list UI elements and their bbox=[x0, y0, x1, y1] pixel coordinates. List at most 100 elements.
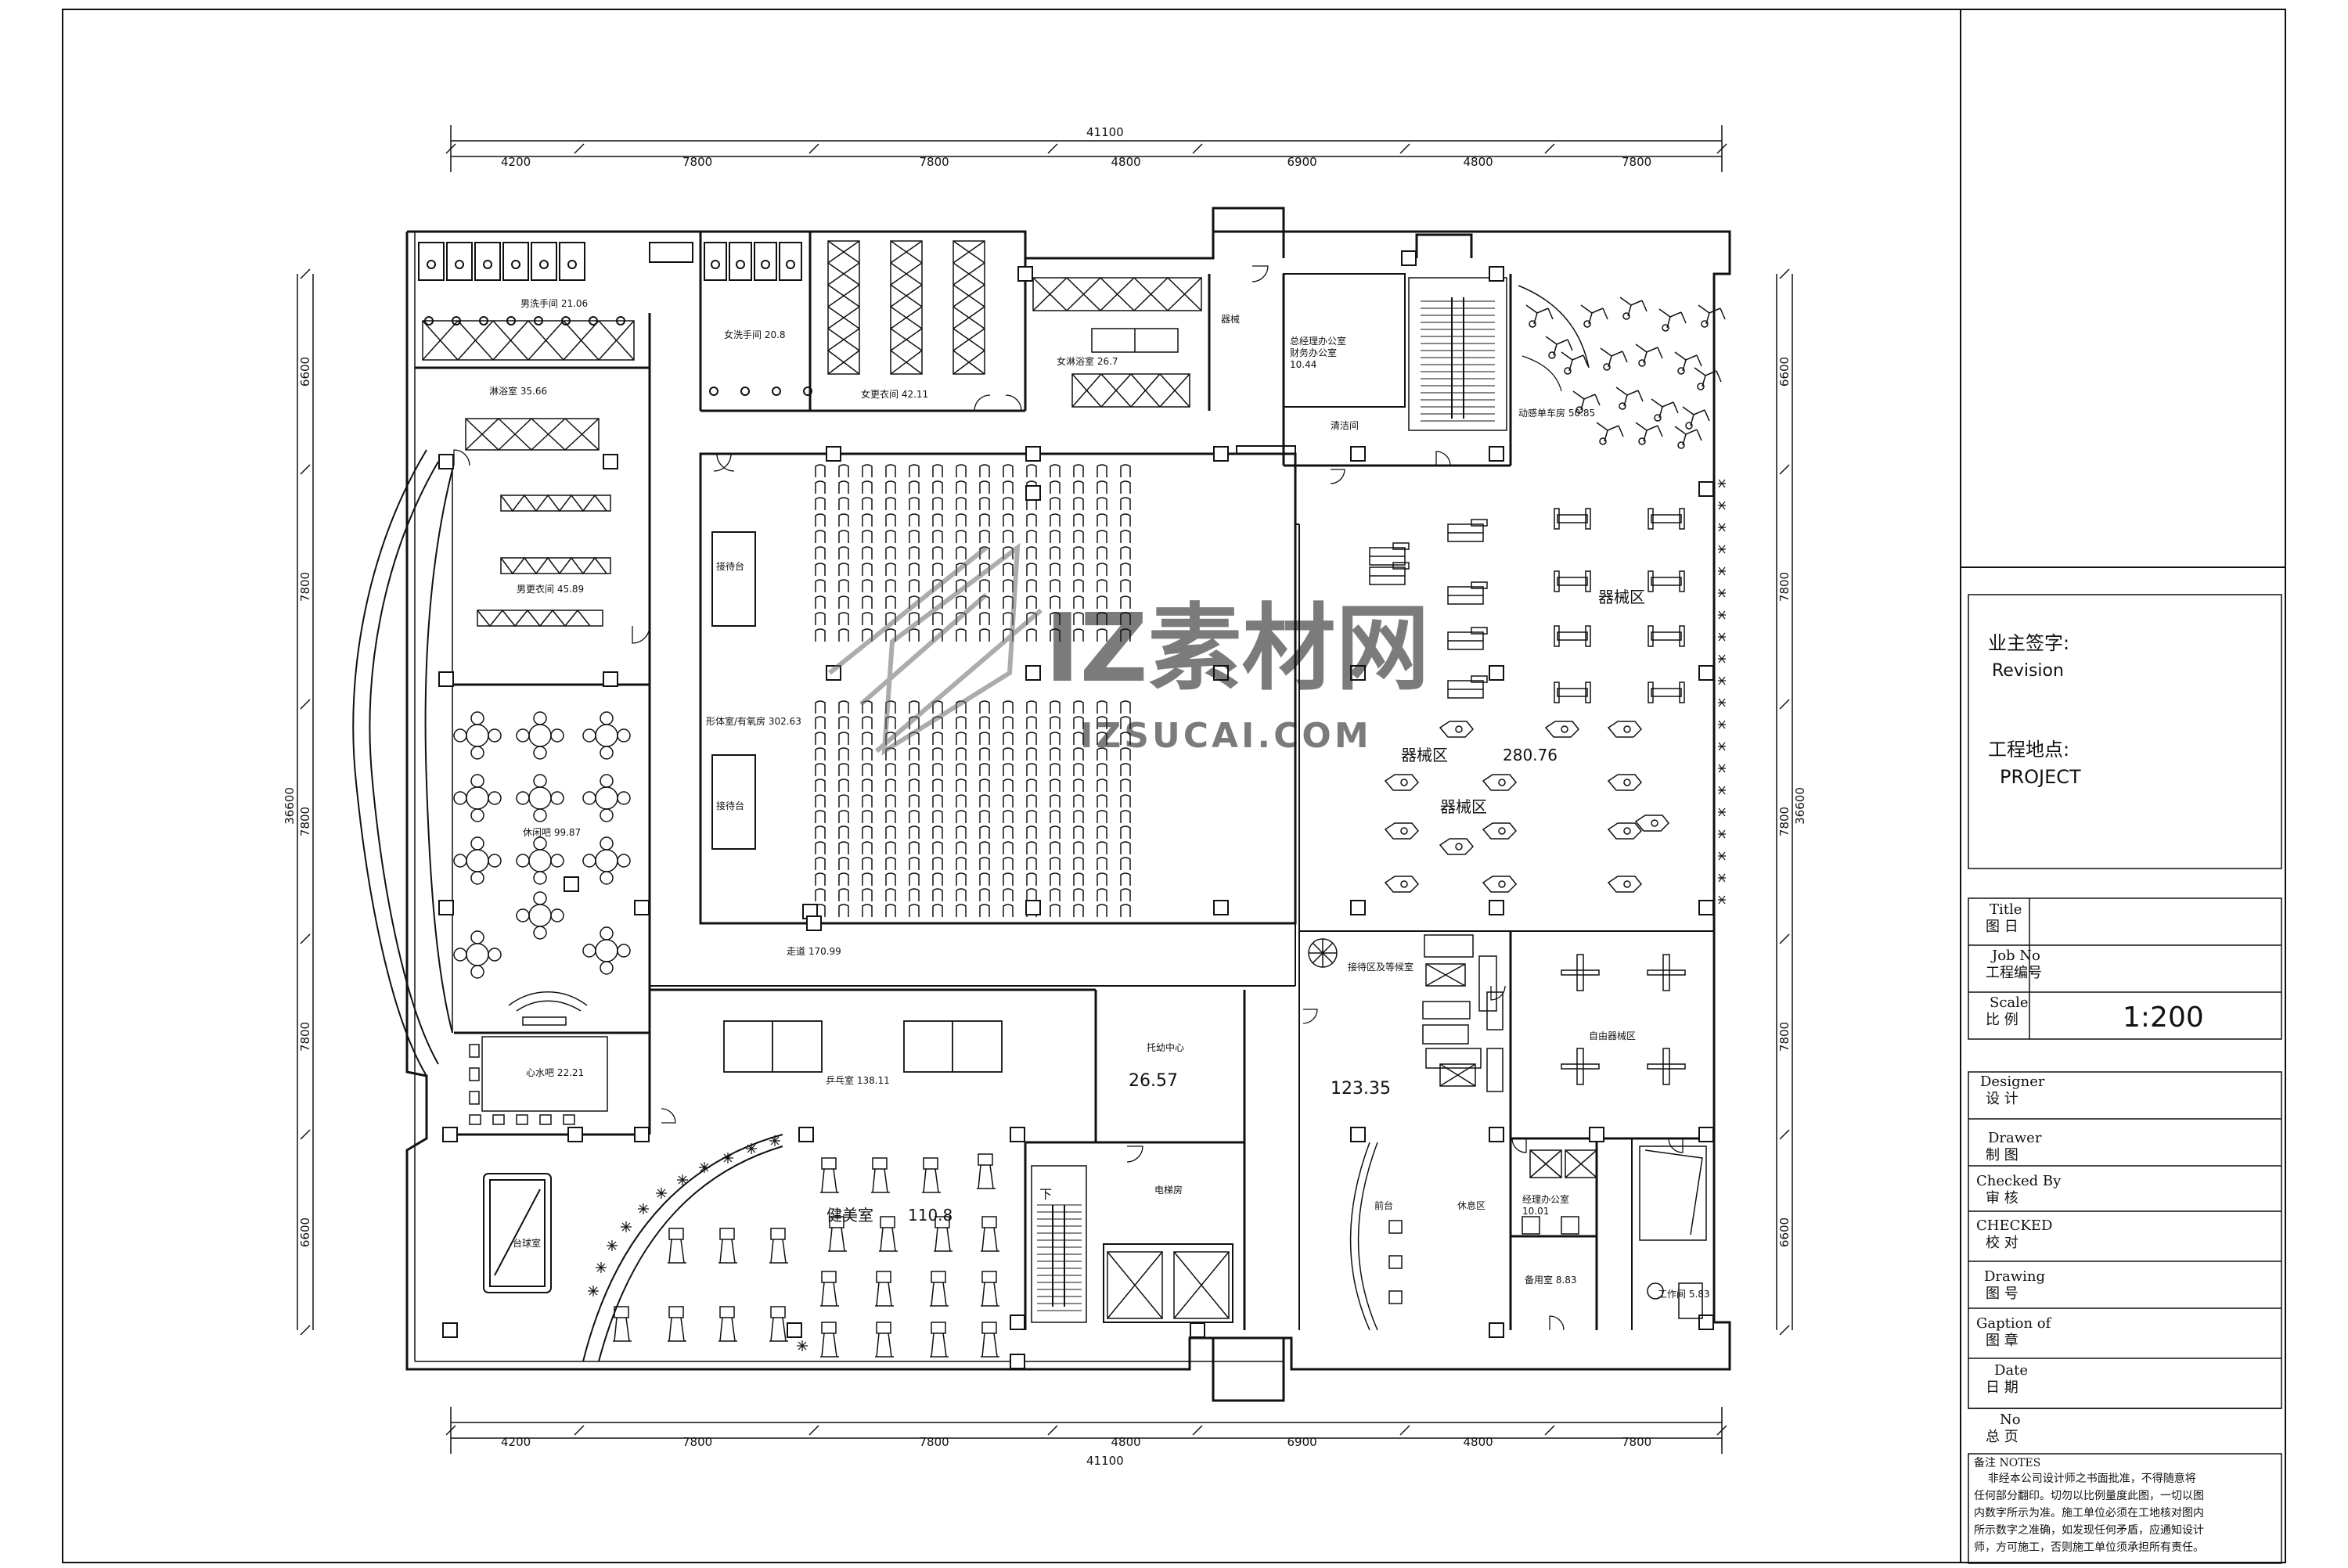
wheel bbox=[1603, 363, 1611, 371]
weight-machine bbox=[1607, 876, 1643, 893]
exercise-machine bbox=[821, 1157, 837, 1170]
studio-seat bbox=[1073, 825, 1084, 839]
studio-seat bbox=[932, 872, 943, 886]
label-reception-desk-2: 接待台 bbox=[716, 800, 744, 811]
studio-seat bbox=[1003, 888, 1014, 901]
studio-seat bbox=[956, 794, 967, 807]
column bbox=[1025, 446, 1041, 462]
console bbox=[1471, 519, 1488, 527]
label-lounge-area: 123.35 bbox=[1331, 1079, 1391, 1099]
studio-seat bbox=[1050, 612, 1061, 625]
studio-seat bbox=[815, 857, 826, 870]
studio-seat bbox=[1073, 464, 1084, 477]
scale-en: Scale bbox=[1990, 994, 2029, 1011]
machine-frame bbox=[930, 1332, 949, 1358]
chair bbox=[582, 944, 596, 958]
label-studio: 形体室/有氧房 302.63 bbox=[706, 715, 801, 727]
studio-seat bbox=[1073, 546, 1084, 559]
column bbox=[1698, 1314, 1714, 1330]
studio-seat bbox=[1050, 857, 1061, 870]
checked-cn: 审 核 bbox=[1986, 1190, 2018, 1207]
dim-tick bbox=[808, 143, 819, 154]
studio-seat bbox=[1050, 763, 1061, 776]
label-cleaning: 清洁间 bbox=[1331, 420, 1359, 431]
studio-seat bbox=[885, 497, 896, 510]
studio-seat bbox=[1026, 579, 1037, 592]
studio-seat bbox=[1097, 747, 1107, 761]
studio-seat bbox=[909, 464, 920, 477]
studio-seat bbox=[815, 825, 826, 839]
label-stairs-down: 下 bbox=[1039, 1187, 1052, 1202]
machine-frame bbox=[613, 1317, 632, 1342]
studio-seat bbox=[909, 612, 920, 625]
no-en: No bbox=[2000, 1412, 2021, 1428]
studio-seat bbox=[1026, 794, 1037, 807]
stool bbox=[469, 1091, 480, 1105]
title-cn: 图 日 bbox=[1986, 919, 2018, 935]
dim-segment-label: 4800 bbox=[1111, 155, 1141, 169]
studio-seat bbox=[979, 904, 990, 917]
dim-side-label: 6600 bbox=[298, 357, 312, 387]
column bbox=[1350, 665, 1366, 681]
studio-seat bbox=[1026, 464, 1037, 477]
studio-seat bbox=[1120, 888, 1131, 901]
studio-seat bbox=[932, 464, 943, 477]
label-billiards: 台球室 bbox=[513, 1237, 541, 1249]
machine-frame bbox=[875, 1332, 894, 1358]
seat bbox=[1455, 843, 1463, 851]
studio-seat bbox=[1003, 841, 1014, 854]
weight-machine bbox=[1482, 774, 1518, 791]
dim-tick bbox=[1544, 143, 1555, 154]
studio-seat bbox=[909, 763, 920, 776]
studio-seat bbox=[1003, 563, 1014, 576]
plant bbox=[1718, 720, 1726, 729]
studio-seat bbox=[1003, 497, 1014, 510]
machine-frame bbox=[828, 1227, 847, 1252]
chair bbox=[470, 808, 484, 822]
bench bbox=[1557, 631, 1588, 641]
studio-seat bbox=[932, 497, 943, 510]
studio-seat bbox=[1120, 810, 1131, 823]
studio-seat bbox=[956, 595, 967, 609]
studio-seat bbox=[909, 747, 920, 761]
studio-seat bbox=[956, 464, 967, 477]
label-electrical: 电梯房 bbox=[1154, 1184, 1183, 1196]
bench bbox=[1557, 688, 1588, 697]
room-labels: 男洗手间 21.06 淋浴室 35.66 女洗手间 20.8 女更衣间 42.1… bbox=[489, 298, 1710, 1300]
dim-tick bbox=[1192, 1425, 1203, 1436]
studio-seat bbox=[932, 480, 943, 494]
studio-seat bbox=[932, 857, 943, 870]
barbell-bench bbox=[1561, 969, 1600, 976]
toilet-stalls bbox=[418, 242, 812, 396]
studio-seat bbox=[909, 530, 920, 543]
seat bbox=[1623, 827, 1631, 835]
studio-seat bbox=[956, 732, 967, 745]
studio-seat bbox=[1026, 857, 1037, 870]
studio-seat bbox=[932, 747, 943, 761]
machine-frame bbox=[820, 1168, 839, 1193]
chair bbox=[600, 961, 614, 975]
door bbox=[1668, 1138, 1684, 1153]
spinning-room-curve bbox=[1518, 285, 1590, 369]
studio-seat bbox=[885, 530, 896, 543]
chair bbox=[453, 728, 467, 743]
plate bbox=[1554, 682, 1560, 703]
studio-seat bbox=[909, 480, 920, 494]
studio-seat bbox=[956, 716, 967, 729]
plant bbox=[621, 1221, 632, 1232]
door bbox=[1005, 394, 1022, 412]
door bbox=[1330, 469, 1345, 484]
studio-seat bbox=[1097, 700, 1107, 714]
dim-tick bbox=[300, 268, 311, 279]
door bbox=[661, 1108, 676, 1124]
studio-seat bbox=[862, 563, 873, 576]
wheel bbox=[1548, 351, 1556, 359]
bench bbox=[1651, 631, 1682, 641]
chair bbox=[533, 774, 547, 788]
studio-seat bbox=[932, 546, 943, 559]
revision-label: Revision bbox=[1992, 661, 2064, 681]
studio-seat bbox=[1097, 810, 1107, 823]
column bbox=[1698, 1127, 1714, 1142]
dim-tick bbox=[1544, 1425, 1555, 1436]
